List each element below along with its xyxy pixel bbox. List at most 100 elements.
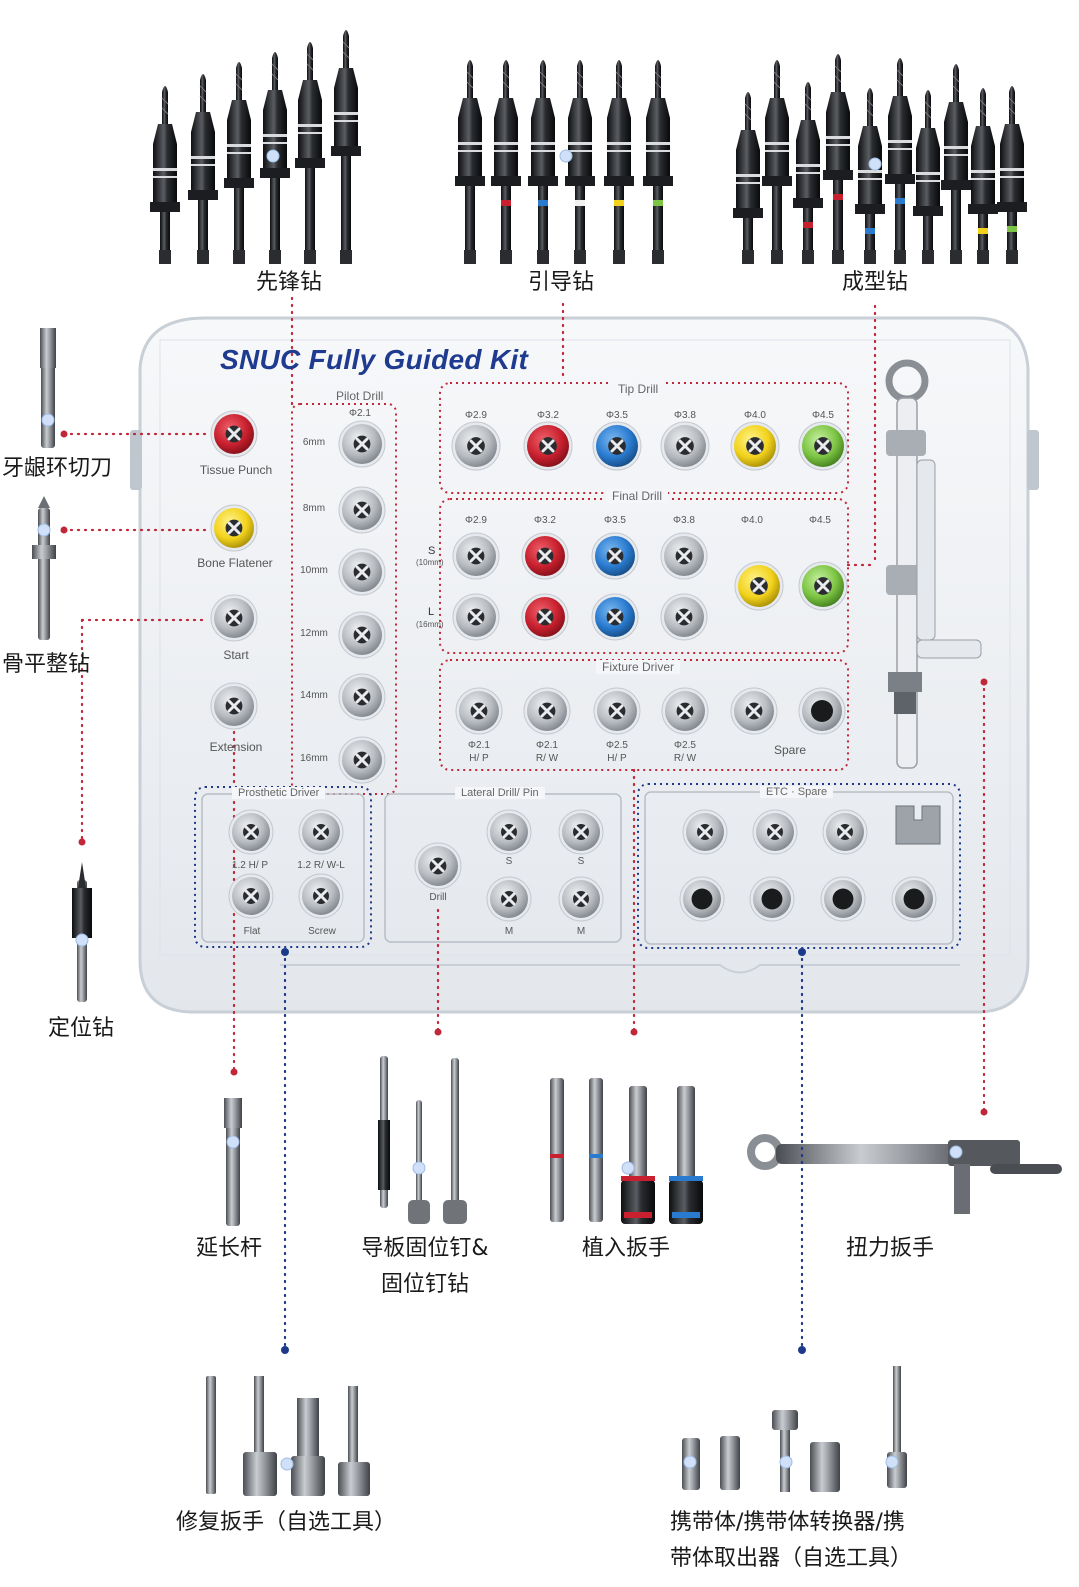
hole-final-45 (798, 561, 848, 611)
bone-flattener-tool (32, 496, 56, 640)
hole-final-l-1 (521, 593, 569, 641)
final-row-l-len: (16mm) (416, 620, 444, 629)
hole-etc-top-1 (752, 809, 798, 855)
final-drill-6 (913, 90, 943, 264)
fixture-type-2: H/ P (607, 753, 627, 764)
kit-title: SNUC Fully Guided Kit (220, 344, 529, 375)
lateral-label-3: M (576, 926, 586, 937)
hole-fixture-2 (593, 687, 641, 735)
fixation-pin-tool (443, 1058, 467, 1224)
hole-tip-2 (592, 421, 642, 471)
fixture-type-1: R/ W (535, 753, 559, 764)
hole-tip-3 (660, 421, 710, 471)
lateral-label-1: S (577, 856, 585, 867)
prosthetic-label-1: 1.2 R/ W-L (297, 860, 345, 871)
lateral-label-2: M (504, 926, 514, 937)
pilot-drill-0 (150, 86, 180, 264)
hole-etc-bottom-1 (749, 876, 795, 922)
hole-lateral-m2 (558, 876, 604, 922)
fixture-type-3: R/ W (673, 753, 697, 764)
extension-tool (224, 1098, 242, 1226)
marker-dot-4 (412, 1161, 426, 1175)
marker-dot-9 (779, 1455, 793, 1469)
hole-final-s-3 (660, 532, 708, 580)
hole-lateral-s1 (486, 809, 532, 855)
hole-lateral-drill (414, 842, 462, 890)
prosthetic-label-3: Screw (308, 926, 336, 937)
etc-block (895, 805, 941, 845)
tip-diameter-3: Φ3.8 (674, 410, 696, 421)
pilot-drill-3 (260, 52, 290, 264)
marker-dot-3 (226, 1135, 240, 1149)
label-start: Start (223, 648, 249, 662)
final-diameter-4: Φ4.0 (741, 515, 763, 526)
hole-fixture-4 (730, 687, 778, 735)
tip-diameter-4: Φ4.0 (744, 410, 766, 421)
final-row-s-len: (10mm) (416, 558, 444, 567)
tip-diameter-2: Φ3.5 (606, 410, 628, 421)
hole-pilot-3 (338, 611, 386, 659)
final-row-s: S (428, 545, 436, 557)
section-title-etc: ETC · Spare (760, 786, 834, 798)
tray-torque-wrench (885, 359, 982, 769)
hole-prosthetic-3 (298, 873, 344, 919)
callout-torque-wrench: 扭力扳手 (846, 1236, 935, 1261)
section-title-tip-drill: Tip Drill (612, 382, 665, 396)
callout-prosthetic-wrench: 修复扳手（自选工具） (176, 1510, 397, 1535)
marker-dot-12 (559, 149, 573, 163)
final-drill-7 (941, 64, 971, 264)
final-drill-3 (823, 54, 853, 264)
marker-dot-8 (683, 1455, 697, 1469)
label-bone-flatener: Bone Flatener (197, 556, 273, 570)
final-drill-5 (885, 58, 915, 264)
pilot-length-5: 16mm (300, 753, 328, 764)
marker-dot-10 (885, 1455, 899, 1469)
fixture-type-0: H/ P (469, 753, 489, 764)
marker-dot-13 (868, 157, 882, 171)
final-diameter-0: Φ2.9 (465, 515, 487, 526)
section-title-lateral-drill: Lateral Drill/ Pin (455, 787, 545, 799)
hole-final-s-2 (591, 532, 639, 580)
final-drill-1 (762, 60, 792, 264)
callout-tissue-punch: 牙龈环切刀 (2, 456, 113, 481)
final-drill-8 (968, 88, 998, 264)
fixture-diameter-3: Φ2.5 (674, 740, 696, 751)
hole-fixture-1 (523, 687, 571, 735)
hole-final-l-3 (660, 593, 708, 641)
hole-pilot-4 (338, 673, 386, 721)
hole-final-s-0 (452, 532, 500, 580)
hole-pilot-1 (338, 486, 386, 534)
insertion-wrench-short-1 (589, 1078, 603, 1222)
carrier-set (682, 1366, 907, 1492)
hole-final-40 (734, 561, 784, 611)
hole-start (210, 594, 258, 642)
callout-locating-drill: 定位钻 (48, 1016, 115, 1041)
guide-pin-tool (408, 1100, 430, 1224)
marker-dot-6 (949, 1145, 963, 1159)
pilot-drill-diameter: Φ2.1 (349, 408, 371, 419)
final-row-l: L (428, 606, 435, 618)
marker-dot-7 (280, 1457, 294, 1471)
tray-holes (210, 410, 941, 922)
callout-guide-pin-line1: 导板固位钉& (361, 1236, 489, 1261)
pilot-length-1: 8mm (302, 503, 326, 514)
hole-lateral-s2 (558, 809, 604, 855)
label-tissue-punch: Tissue Punch (199, 463, 273, 477)
hole-prosthetic-1 (298, 809, 344, 855)
hole-pilot-5 (338, 736, 386, 784)
lateral-drill-label: Drill (429, 892, 447, 903)
prosthetic-wrench-set (206, 1376, 370, 1496)
pilot-length-0: 6mm (302, 437, 326, 448)
callout-carrier-line2: 带体取出器（自选工具） (670, 1546, 913, 1571)
tip-drill-2 (528, 60, 558, 264)
fixture-diameter-1: Φ2.1 (536, 740, 558, 751)
hole-prosthetic-0 (228, 809, 274, 855)
pilot-length-3: 12mm (300, 628, 328, 639)
locating-drill-tool (72, 862, 92, 1002)
tip-drill-3 (565, 60, 595, 264)
hole-pilot-0 (338, 420, 386, 468)
hole-extension (210, 682, 258, 730)
section-title-fixture-driver: Fixture Driver (596, 660, 681, 674)
final-drill-0 (733, 92, 763, 264)
